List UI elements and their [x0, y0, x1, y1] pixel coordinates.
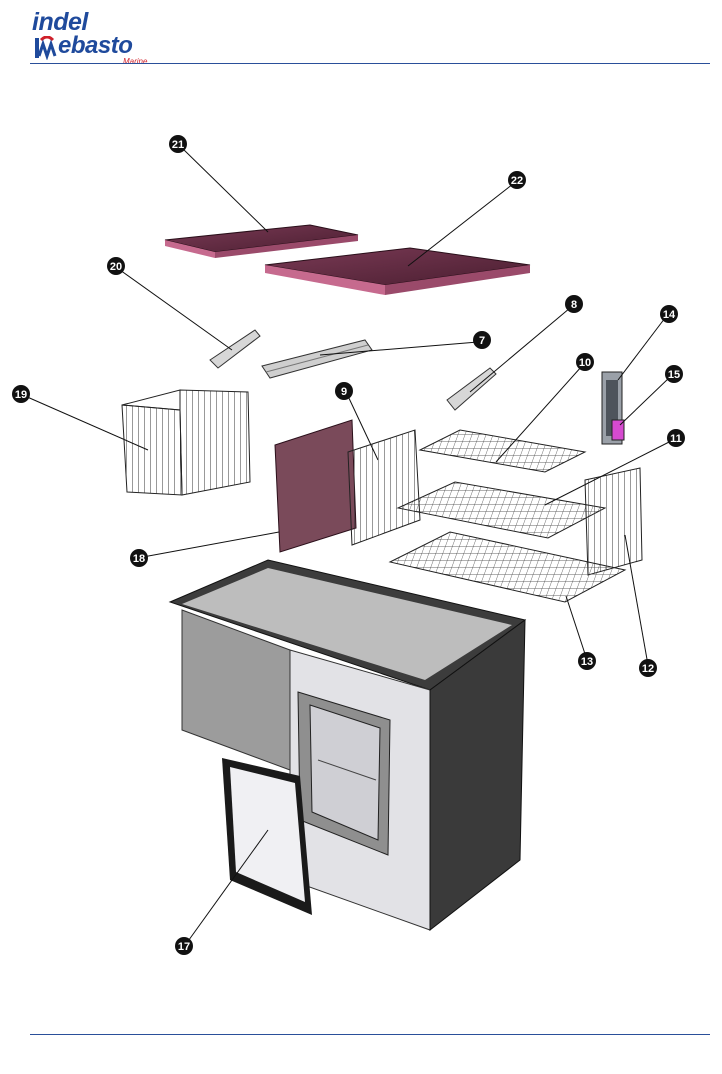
part-8-bracket — [446, 367, 497, 411]
callout-13: 13 — [578, 652, 596, 670]
svg-text:15: 15 — [668, 369, 680, 381]
callout-21: 21 — [169, 135, 187, 153]
callout-15: 15 — [665, 365, 683, 383]
cabinet-body — [168, 559, 527, 932]
callout-19: 19 — [12, 385, 30, 403]
callout-9: 9 — [335, 382, 353, 400]
callout-12: 12 — [639, 659, 657, 677]
callout-11: 11 — [667, 429, 685, 447]
part-9-side-rack — [347, 429, 421, 546]
part-21-lid-left — [164, 224, 359, 258]
svg-text:8: 8 — [571, 299, 577, 311]
part-12-side-rack — [584, 467, 643, 576]
svg-text:14: 14 — [663, 309, 676, 321]
brand-logo: indel ebasto Marine — [30, 8, 170, 66]
svg-text:19: 19 — [15, 389, 27, 401]
callout-14: 14 — [660, 305, 678, 323]
header-rule — [30, 63, 710, 64]
svg-text:12: 12 — [642, 663, 654, 675]
callout-10: 10 — [576, 353, 594, 371]
callout-18: 18 — [130, 549, 148, 567]
svg-text:17: 17 — [178, 941, 190, 953]
part-19-wire-basket — [121, 389, 251, 496]
svg-text:18: 18 — [133, 553, 145, 565]
svg-text:22: 22 — [511, 175, 523, 187]
webasto-w-mark-icon — [35, 36, 57, 60]
callout-17: 17 — [175, 937, 193, 955]
svg-text:13: 13 — [581, 656, 593, 668]
svg-text:20: 20 — [110, 261, 122, 273]
part-20-bracket — [209, 329, 261, 369]
callout-7: 7 — [473, 331, 491, 349]
part-7-rail — [261, 339, 373, 379]
callout-20: 20 — [107, 257, 125, 275]
leader-lines — [24, 147, 674, 945]
svg-text:11: 11 — [670, 433, 682, 445]
part-10-shelf — [418, 429, 587, 473]
part-15-knob — [611, 419, 625, 441]
logo-text-webasto: ebasto — [58, 32, 133, 59]
svg-text:7: 7 — [479, 335, 485, 347]
footer-rule — [30, 1034, 710, 1035]
part-22-lid-right — [264, 247, 531, 295]
part-18-door-panel — [274, 419, 357, 553]
callout-8: 8 — [565, 295, 583, 313]
svg-text:21: 21 — [172, 139, 184, 151]
svg-text:10: 10 — [579, 357, 591, 369]
svg-text:9: 9 — [341, 386, 347, 398]
part-17-door-frame — [222, 758, 312, 915]
logo-text-marine: Marine — [123, 57, 148, 66]
part-13-shelf — [388, 531, 627, 603]
callout-22: 22 — [508, 171, 526, 189]
logo-text-indel: indel — [32, 8, 88, 36]
